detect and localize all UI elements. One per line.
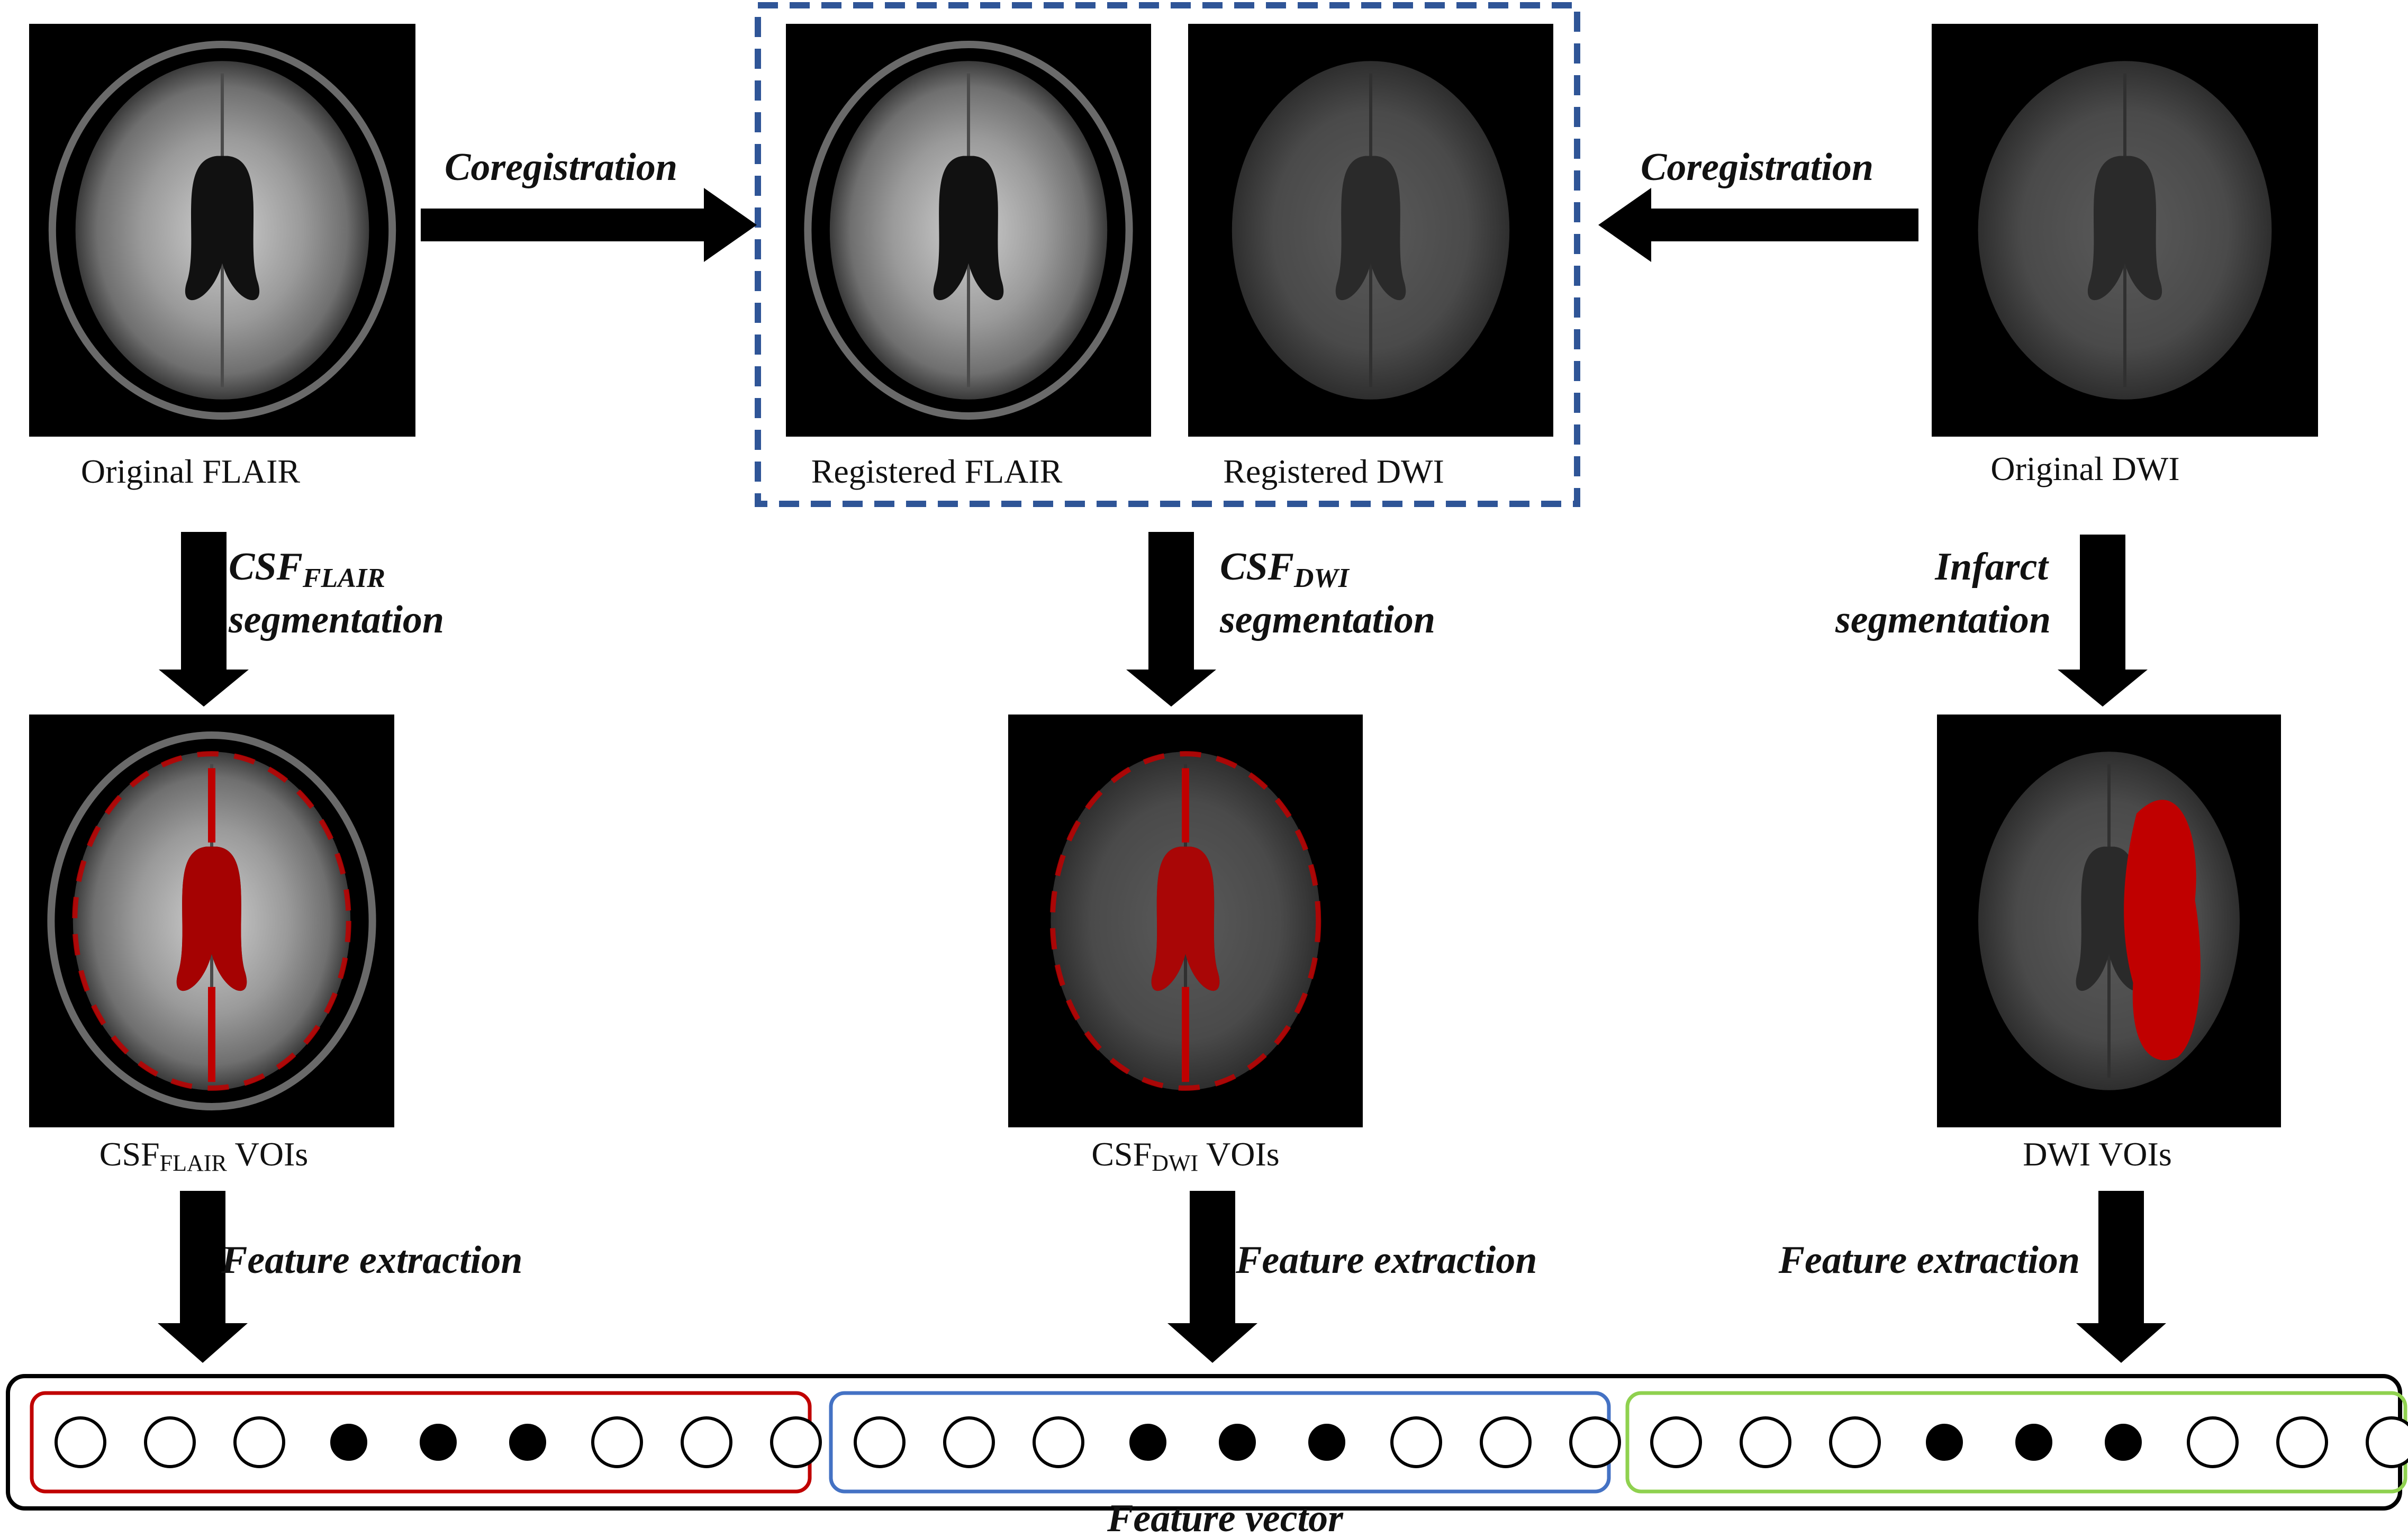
feature-unselected-circle bbox=[2366, 1416, 2408, 1468]
feature-unselected-circle bbox=[1480, 1416, 1532, 1468]
skull-outline bbox=[48, 41, 396, 420]
skull-outline bbox=[804, 41, 1133, 420]
infarct-segmentation-label-line2: segmentation bbox=[1835, 598, 2051, 641]
csf-ventricle-overlay bbox=[176, 846, 247, 991]
feature-selected-dot bbox=[1129, 1424, 1166, 1461]
feature-unselected-circle bbox=[1569, 1416, 1621, 1468]
feature-unselected-circle bbox=[681, 1416, 732, 1468]
coregistration-label-right: Coregistration bbox=[1641, 146, 1873, 189]
csf-dwi-segmentation-label-line2: segmentation bbox=[1219, 598, 1435, 641]
feature-unselected-circle bbox=[2276, 1416, 2328, 1468]
feature-unselected-circle bbox=[2187, 1416, 2239, 1468]
csf-flair-vois-image bbox=[29, 715, 394, 1127]
feature-extraction-arrow-left bbox=[158, 1191, 248, 1363]
feature-selected-dot bbox=[1308, 1424, 1345, 1461]
feature-unselected-circle bbox=[1390, 1416, 1442, 1468]
csf-ventricle-overlay bbox=[1151, 846, 1220, 991]
feature-unselected-circle bbox=[233, 1416, 285, 1468]
registered-images-box bbox=[755, 2, 1580, 507]
feature-vector-label: Feature vector bbox=[1107, 1497, 1344, 1537]
feature-unselected-circle bbox=[55, 1416, 106, 1468]
caption-csf-dwi-vois: CSFDWI VOIs bbox=[1091, 1135, 1279, 1176]
ventricles bbox=[185, 156, 260, 301]
feature-extraction-label-mid: Feature extraction bbox=[1235, 1238, 1537, 1282]
registered-flair-image bbox=[786, 24, 1151, 437]
feature-extraction-label-left: Feature extraction bbox=[221, 1238, 522, 1282]
csf-sulci-overlay bbox=[1049, 751, 1321, 1091]
feature-unselected-circle bbox=[1650, 1416, 1702, 1468]
caption-dwi-vois: DWI VOIs bbox=[2023, 1135, 2171, 1173]
original-dwi-image bbox=[1932, 24, 2318, 437]
ventricles bbox=[1335, 156, 1406, 301]
feature-unselected-circle bbox=[144, 1416, 196, 1468]
original-flair-image bbox=[29, 24, 415, 437]
feature-selected-dot bbox=[2105, 1424, 2142, 1461]
coregistration-label-left: Coregistration bbox=[445, 146, 677, 189]
csf-flair-segmentation-arrow bbox=[159, 532, 249, 707]
caption-registered-dwi: Registered DWI bbox=[1223, 453, 1444, 490]
caption-original-flair: Original FLAIR bbox=[81, 453, 301, 490]
feature-unselected-circle bbox=[854, 1416, 906, 1468]
csf-dwi-segmentation-label: CSFDWI bbox=[1220, 545, 1350, 593]
dwi-vois-image bbox=[1937, 715, 2281, 1127]
feature-extraction-arrow-mid bbox=[1167, 1191, 1257, 1363]
feature-selected-dot bbox=[509, 1424, 546, 1461]
ventricles bbox=[2087, 156, 2162, 301]
feature-extraction-label-right: Feature extraction bbox=[1778, 1238, 2080, 1282]
infarct-segmentation-arrow bbox=[2058, 535, 2148, 707]
feature-unselected-circle bbox=[943, 1416, 995, 1468]
feature-selected-dot bbox=[1926, 1424, 1963, 1461]
skull-outline bbox=[47, 731, 376, 1110]
feature-unselected-circle bbox=[591, 1416, 643, 1468]
coregistration-arrow-right bbox=[1598, 188, 1918, 262]
registered-dwi-image bbox=[1188, 24, 1553, 437]
caption-original-dwi: Original DWI bbox=[1990, 450, 2179, 487]
infarct-segmentation-label: Infarct bbox=[1934, 545, 2049, 589]
ventricles bbox=[933, 156, 1004, 301]
csf-flair-segmentation-label: CSFFLAIR bbox=[229, 545, 385, 593]
csf-dwi-vois-image bbox=[1008, 715, 1363, 1127]
csf-flair-segmentation-label-line2: segmentation bbox=[228, 598, 444, 641]
coregistration-arrow-left bbox=[421, 188, 757, 262]
feature-vector-groups bbox=[30, 1391, 2408, 1494]
feature-selected-dot bbox=[420, 1424, 457, 1461]
feature-selected-dot bbox=[330, 1424, 367, 1461]
feature-extraction-arrow-right bbox=[2076, 1191, 2166, 1363]
csf-dwi-segmentation-arrow bbox=[1126, 532, 1216, 707]
csf-sulci-overlay bbox=[72, 751, 351, 1091]
caption-csf-flair-vois: CSFFLAIR VOIs bbox=[99, 1135, 309, 1176]
feature-unselected-circle bbox=[1829, 1416, 1881, 1468]
feature-selected-dot bbox=[1219, 1424, 1256, 1461]
caption-registered-flair: Registered FLAIR bbox=[811, 453, 1063, 490]
feature-unselected-circle bbox=[1033, 1416, 1084, 1468]
feature-selected-dot bbox=[2015, 1424, 2052, 1461]
feature-unselected-circle bbox=[770, 1416, 822, 1468]
infarct-overlay bbox=[2124, 800, 2201, 1061]
feature-unselected-circle bbox=[1740, 1416, 1791, 1468]
